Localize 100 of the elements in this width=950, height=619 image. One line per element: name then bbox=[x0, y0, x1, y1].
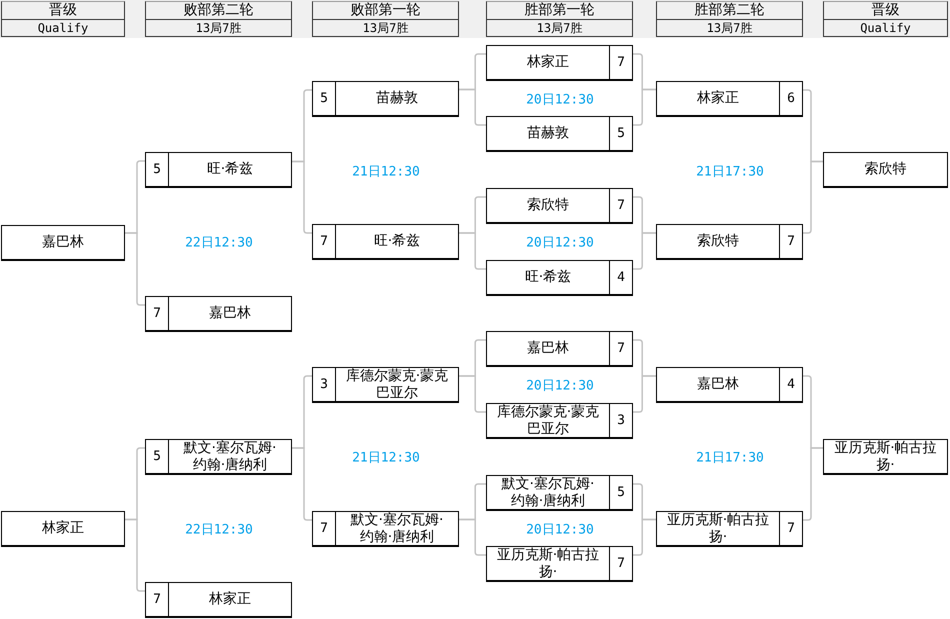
player-name: 嘉巴林 bbox=[42, 234, 84, 251]
player-box bbox=[145, 439, 292, 475]
player-box bbox=[486, 331, 633, 367]
player-name: 库德尔蒙克·蒙克巴亚尔 bbox=[345, 368, 449, 402]
match-time: 21日17:30 bbox=[696, 164, 764, 180]
player-name: 嘉巴林 bbox=[527, 340, 569, 357]
player-box bbox=[145, 152, 292, 188]
bracket-line bbox=[803, 160, 823, 234]
match-time: 20日12:30 bbox=[526, 522, 594, 538]
player-box bbox=[656, 367, 803, 403]
player-box bbox=[145, 296, 292, 332]
player-box bbox=[486, 403, 633, 439]
score-cell: 7 bbox=[609, 46, 632, 79]
match-time: 21日12:30 bbox=[352, 450, 420, 466]
header-cell bbox=[1, 1, 125, 37]
match-time: 22日12:30 bbox=[185, 522, 253, 538]
player-box bbox=[1, 225, 125, 261]
round-title: 败部第一轮 bbox=[350, 2, 420, 18]
score-cell: 6 bbox=[779, 82, 802, 115]
player-box bbox=[656, 224, 803, 260]
bracket-line bbox=[125, 518, 145, 592]
player-box bbox=[656, 511, 803, 547]
player-name: 林家正 bbox=[209, 591, 251, 608]
match-time: 20日12:30 bbox=[526, 236, 594, 250]
bracket-line bbox=[633, 375, 656, 413]
match-time: 21日17:30 bbox=[696, 450, 764, 466]
bracket-line bbox=[459, 518, 486, 556]
player-name: 旺·希兹 bbox=[374, 233, 420, 250]
match-time: 21日12:30 bbox=[352, 164, 420, 180]
player-box bbox=[656, 81, 803, 117]
header-subtitle: 13局7胜 bbox=[362, 20, 408, 35]
score-cell: 7 bbox=[779, 512, 802, 545]
player-box bbox=[312, 511, 459, 547]
bracket-line bbox=[633, 232, 656, 270]
player-name: 索欣特 bbox=[697, 233, 739, 250]
player-name: 林家正 bbox=[697, 90, 739, 107]
round-title: 败部第二轮 bbox=[184, 2, 254, 18]
score-cell: 3 bbox=[313, 368, 336, 401]
score-cell: 5 bbox=[146, 153, 169, 186]
player-name: 嘉巴林 bbox=[697, 376, 739, 393]
header-subtitle: Qualify bbox=[860, 20, 911, 35]
header-cell bbox=[486, 1, 633, 37]
player-box bbox=[1, 511, 125, 547]
bracket-line bbox=[125, 232, 145, 306]
player-name: 旺·希兹 bbox=[206, 161, 254, 178]
player-box bbox=[312, 81, 459, 117]
player-box bbox=[823, 152, 948, 188]
player-name: 嘉巴林 bbox=[209, 305, 251, 322]
player-name: 林家正 bbox=[527, 54, 569, 71]
bracket-line bbox=[459, 232, 486, 270]
score-cell: 4 bbox=[609, 261, 632, 294]
score-cell: 7 bbox=[779, 225, 802, 258]
score-cell: 7 bbox=[609, 189, 632, 222]
round-title: 胜部第二轮 bbox=[694, 2, 764, 18]
player-name: 苗赫敦 bbox=[376, 90, 418, 107]
player-box bbox=[823, 439, 948, 475]
header-cell bbox=[823, 1, 948, 37]
header-subtitle: 13局7胜 bbox=[536, 20, 582, 35]
player-box bbox=[486, 116, 633, 152]
player-name: 苗赫敦 bbox=[527, 125, 569, 142]
score-cell: 5 bbox=[609, 117, 632, 150]
score-cell: 7 bbox=[313, 225, 336, 258]
player-box bbox=[312, 224, 459, 260]
round-title: 胜部第一轮 bbox=[524, 2, 594, 18]
player-name: 亚历克斯·帕古拉扬· bbox=[496, 546, 600, 580]
player-name: 亚历克斯·帕古拉扬· bbox=[833, 440, 938, 474]
score-cell: 7 bbox=[609, 332, 632, 365]
bracket-line bbox=[459, 88, 486, 126]
match-time: 22日12:30 bbox=[185, 236, 253, 250]
score-cell: 7 bbox=[609, 547, 632, 580]
player-name: 默文·塞尔瓦姆·约翰·唐纳利 bbox=[182, 440, 278, 474]
player-box bbox=[486, 260, 633, 296]
player-box bbox=[312, 367, 459, 403]
bracket-line bbox=[292, 160, 312, 234]
score-cell: 5 bbox=[313, 82, 336, 115]
match-time: 20日12:30 bbox=[526, 92, 594, 108]
player-name: 旺·希兹 bbox=[524, 269, 572, 286]
score-cell: 3 bbox=[609, 404, 632, 437]
player-name: 亚历克斯·帕古拉扬· bbox=[666, 512, 770, 546]
bracket-line bbox=[633, 88, 656, 126]
score-cell: 5 bbox=[609, 476, 632, 509]
header-subtitle: 13局7胜 bbox=[706, 20, 752, 35]
player-box bbox=[486, 188, 633, 224]
bracket-line bbox=[803, 447, 823, 521]
player-name: 库德尔蒙克·蒙克巴亚尔 bbox=[496, 404, 600, 438]
header-subtitle: Qualify bbox=[38, 20, 88, 35]
score-cell: 4 bbox=[779, 368, 802, 401]
player-name: 索欣特 bbox=[527, 197, 569, 214]
header-cell bbox=[312, 1, 459, 37]
bracket-line bbox=[459, 375, 486, 413]
player-name: 默文·塞尔瓦姆·约翰·唐纳利 bbox=[500, 476, 596, 510]
header-cell bbox=[145, 1, 292, 37]
score-cell: 7 bbox=[313, 512, 336, 545]
match-time: 20日12:30 bbox=[526, 378, 594, 394]
bracket-line bbox=[292, 447, 312, 521]
header-cell bbox=[656, 1, 803, 37]
header-subtitle: 13局7胜 bbox=[196, 20, 242, 35]
score-cell: 5 bbox=[146, 440, 169, 473]
score-cell: 7 bbox=[146, 297, 169, 330]
player-box bbox=[486, 546, 633, 582]
